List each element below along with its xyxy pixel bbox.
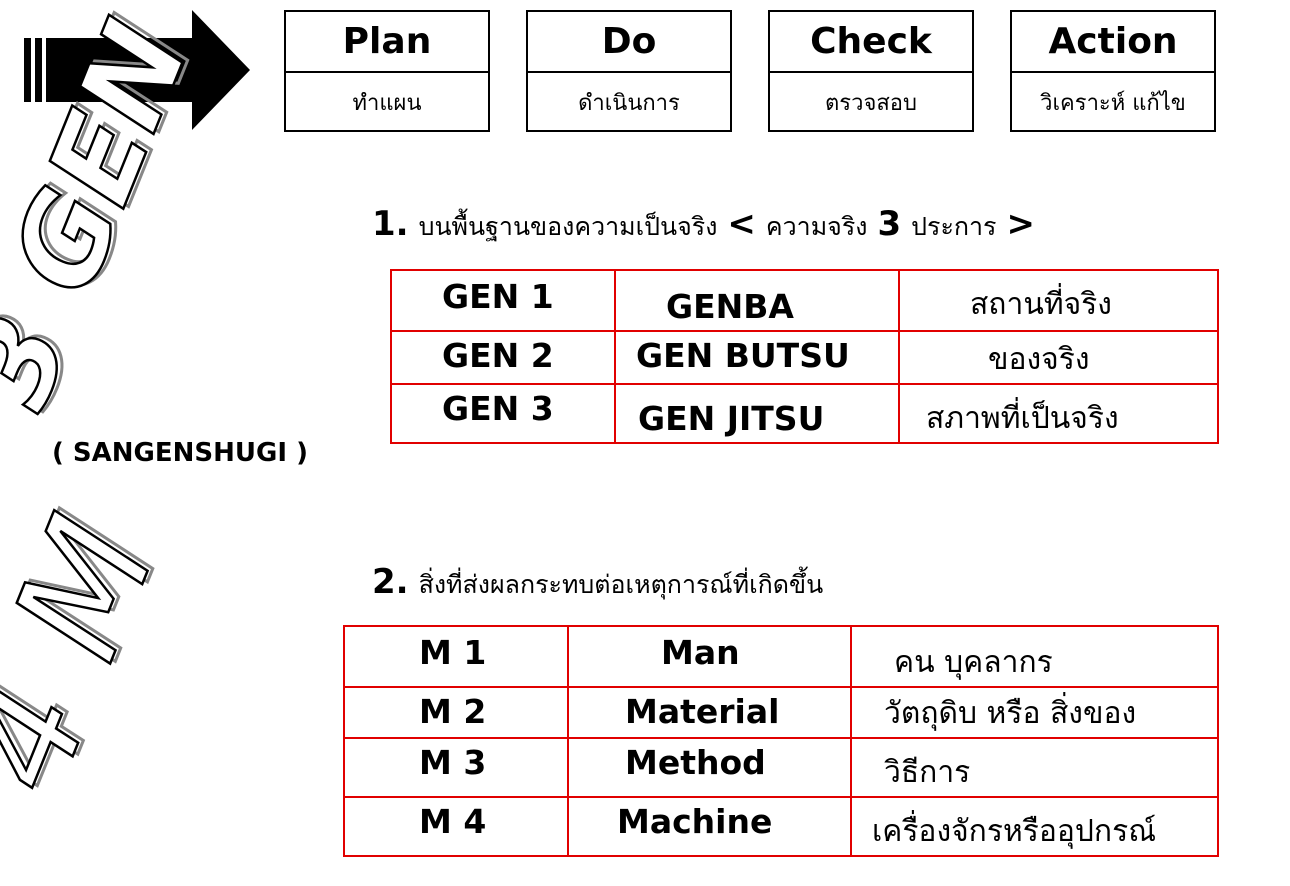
gen-code: GEN 1 [442, 277, 554, 316]
m-name: Machine [617, 802, 773, 841]
heading-greater-than: > [1006, 204, 1035, 244]
table-row: GEN 3 GEN JITSU สภาพที่เป็นจริง [390, 383, 1219, 444]
m-big-label-shadow: 4 M [0, 493, 196, 811]
m-big-label: 4 M [0, 496, 190, 814]
m-code: M 2 [419, 692, 487, 731]
gen-code: GEN 2 [442, 336, 554, 375]
table-row: M 3 Method วิธีการ [343, 737, 1219, 798]
pdca-subtitle: ทำแผน [352, 91, 422, 116]
gen-name: GEN BUTSU [636, 336, 850, 375]
pdca-title: Action [1012, 12, 1214, 73]
table-row: M 1 Man คน บุคลากร [343, 625, 1219, 688]
gen-thai: ของจริง [988, 342, 1090, 377]
gen-name: GENBA [666, 287, 794, 326]
m-name: Method [625, 743, 766, 782]
pdca-box-action: Action วิเคราะห์ แก้ไข [1010, 10, 1216, 132]
table-row: GEN 2 GEN BUTSU ของจริง [390, 330, 1219, 385]
m-thai: คน บุคลากร [894, 645, 1053, 680]
heading-text-2: ความจริง [765, 212, 868, 241]
pdca-title: Do [528, 12, 730, 73]
heading-number: 2. [372, 562, 409, 602]
table-row: M 2 Material วัตถุดิบ หรือ สิ่งของ [343, 686, 1219, 739]
m-thai: วัตถุดิบ หรือ สิ่งของ [884, 696, 1137, 731]
m-code: M 4 [419, 802, 487, 841]
heading-number: 1. [372, 204, 409, 244]
heading-three: 3 [877, 204, 902, 244]
gen-caption: ( SANGENSHUGI ) [52, 438, 308, 468]
table-row: M 4 Machine เครื่องจักรหรืออุปกรณ์ [343, 796, 1219, 857]
gen-name: GEN JITSU [638, 399, 825, 438]
gen-heading: 1. บนพื้นฐานของความเป็นจริง < ความจริง 3… [372, 204, 1035, 247]
heading-text: สิ่งที่ส่งผลกระทบต่อเหตุการณ์ที่เกิดขึ้น [418, 570, 824, 599]
pdca-box-plan: Plan ทำแผน [284, 10, 490, 132]
m-table: M 1 Man คน บุคลากร M 2 Material วัตถุดิบ… [343, 625, 1219, 857]
heading-less-than: < [727, 204, 756, 244]
gen-thai: สถานที่จริง [970, 287, 1112, 322]
pdca-box-check: Check ตรวจสอบ [768, 10, 974, 132]
gen-table: GEN 1 GENBA สถานที่จริง GEN 2 GEN BUTSU … [390, 269, 1219, 444]
m-name: Material [625, 692, 780, 731]
m-code: M 1 [419, 633, 487, 672]
heading-text-3: ประการ [911, 212, 997, 241]
pdca-subtitle: ดำเนินการ [578, 91, 680, 116]
heading-text: บนพื้นฐานของความเป็นจริง [418, 212, 718, 241]
gen-code: GEN 3 [442, 389, 554, 428]
pdca-title: Plan [286, 12, 488, 73]
pdca-subtitle: วิเคราะห์ แก้ไข [1040, 91, 1186, 116]
m-code: M 3 [419, 743, 487, 782]
m-heading: 2. สิ่งที่ส่งผลกระทบต่อเหตุการณ์ที่เกิดข… [372, 562, 823, 605]
pdca-box-do: Do ดำเนินการ [526, 10, 732, 132]
right-arrow-icon [24, 10, 250, 130]
m-name: Man [661, 633, 740, 672]
table-row: GEN 1 GENBA สถานที่จริง [390, 269, 1219, 332]
m-thai: วิธีการ [884, 755, 971, 790]
m-thai: เครื่องจักรหรืออุปกรณ์ [872, 814, 1157, 849]
gen-thai: สภาพที่เป็นจริง [926, 401, 1119, 436]
pdca-title: Check [770, 12, 972, 73]
pdca-subtitle: ตรวจสอบ [825, 91, 917, 116]
